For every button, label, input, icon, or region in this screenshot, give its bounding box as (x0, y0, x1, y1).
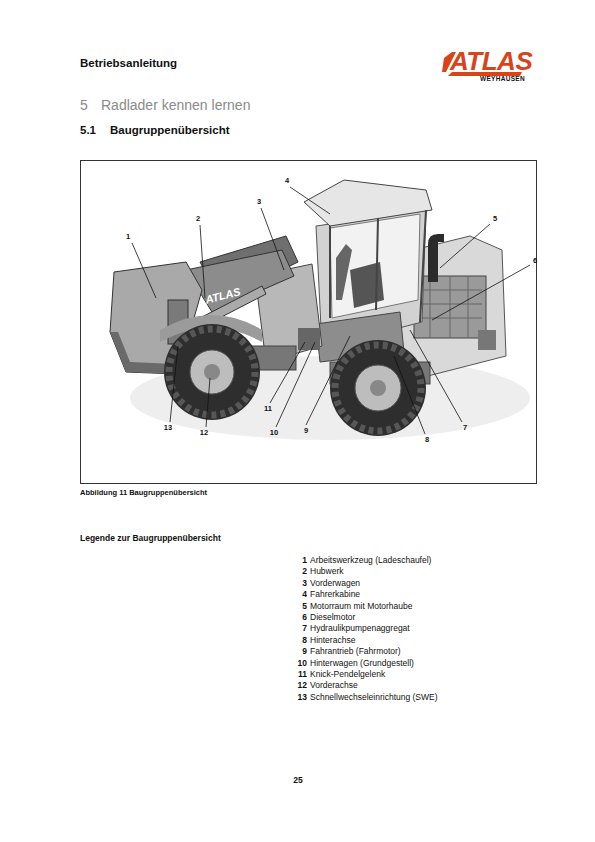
leader-line (410, 330, 462, 422)
leader-line (440, 224, 490, 268)
legend-entry: Knick-Pendelgelenk (310, 669, 385, 679)
legend-entry: Hubwerk (310, 566, 344, 576)
callout-number: 12 (194, 428, 214, 437)
legend-entry: Hinterachse (310, 635, 355, 645)
tyre-tread (169, 329, 255, 415)
legend-number: 1 (277, 555, 307, 565)
callout-number: 7 (455, 423, 475, 432)
cabin-glass (330, 214, 420, 318)
legend-number: 5 (277, 601, 307, 611)
callout-number: 8 (417, 435, 437, 444)
legend-number: 3 (277, 578, 307, 588)
legend-entry: Schnellwechseleinrichtung (SWE) (310, 692, 438, 702)
callout-number: 4 (277, 176, 297, 185)
leader-line (200, 225, 205, 298)
callout-number: 9 (296, 426, 316, 435)
callout-number: 2 (188, 214, 208, 223)
legend-number: 6 (277, 612, 307, 622)
section-title: Radlader kennen lernen (101, 97, 250, 114)
leader-line (306, 336, 350, 425)
legend-heading: Legende zur Baugruppenübersicht (80, 533, 221, 543)
articulation-joint (298, 328, 320, 350)
callout-number: 10 (264, 428, 284, 437)
hub (370, 380, 386, 396)
leader-lines (132, 187, 530, 434)
legend-number: 4 (277, 589, 307, 599)
figure-caption: Abbildung 11 Baugruppenübersicht (80, 488, 207, 497)
legend-number: 11 (277, 669, 307, 679)
leader-line (270, 342, 305, 403)
hub (204, 364, 220, 380)
cabin-pillar (330, 210, 426, 322)
brand-logo: ATLAS (450, 46, 532, 77)
legend-number: 10 (277, 658, 307, 668)
subsection-title: Baugruppenübersicht (110, 124, 229, 138)
legend-number: 9 (277, 646, 307, 656)
pump-unit (478, 330, 496, 350)
rear-wheel (330, 340, 426, 436)
legend-entry: Hydraulikpumpenaggregat (310, 623, 410, 633)
leader-line (206, 378, 210, 427)
leader-line (261, 208, 284, 270)
wheel-loader-drawing (110, 180, 530, 440)
leader-line (290, 187, 330, 214)
rim (355, 365, 401, 411)
cabin-roof (304, 180, 432, 226)
running-header: Betriebsanleitung (80, 57, 177, 71)
diesel-engine (414, 276, 486, 338)
legend-entry: Fahrantrieb (Fahrmotor) (310, 646, 401, 656)
legend-number: 2 (277, 566, 307, 576)
rim (190, 350, 234, 394)
legend-entry: Fahrerkabine (310, 589, 360, 599)
callout-number: 5 (485, 214, 505, 223)
legend-number: 12 (277, 680, 307, 690)
leader-line (170, 346, 178, 422)
engine-detail (418, 276, 482, 338)
leader-line (432, 265, 530, 320)
front-wheel (164, 324, 260, 420)
page-number: 25 (288, 775, 308, 785)
leader-line (132, 243, 156, 298)
brand-logo-subtitle: WEYHAUSEN (480, 75, 525, 83)
legend-entry: Motorraum mit Motorhaube (310, 601, 413, 611)
steering-column (336, 244, 352, 300)
callout-number: 11 (258, 404, 278, 413)
tyre-tread (335, 345, 421, 431)
legend-number: 7 (277, 623, 307, 633)
legend-number: 13 (277, 692, 307, 702)
legend-entry: Arbeitswerkzeug (Ladeschaufel) (310, 555, 431, 565)
legend-entry: Hinterwagen (Grundgestell) (310, 658, 414, 668)
subsection-number: 5.1 (80, 124, 96, 138)
figure-frame (81, 161, 537, 484)
callout-number: 3 (249, 197, 269, 206)
leader-line (394, 356, 425, 434)
section-number: 5 (80, 97, 88, 114)
callout-number: 1 (118, 232, 138, 241)
callout-number: 6 (525, 256, 545, 265)
callout-number: 13 (158, 423, 178, 432)
exhaust-pipe (428, 234, 444, 282)
legend-entry: Dieselmotor (310, 612, 355, 622)
seat (350, 262, 384, 308)
leader-line (276, 342, 315, 427)
legend-entry: Vorderwagen (310, 578, 360, 588)
legend-number: 8 (277, 635, 307, 645)
legend-entry: Vorderachse (310, 680, 358, 690)
